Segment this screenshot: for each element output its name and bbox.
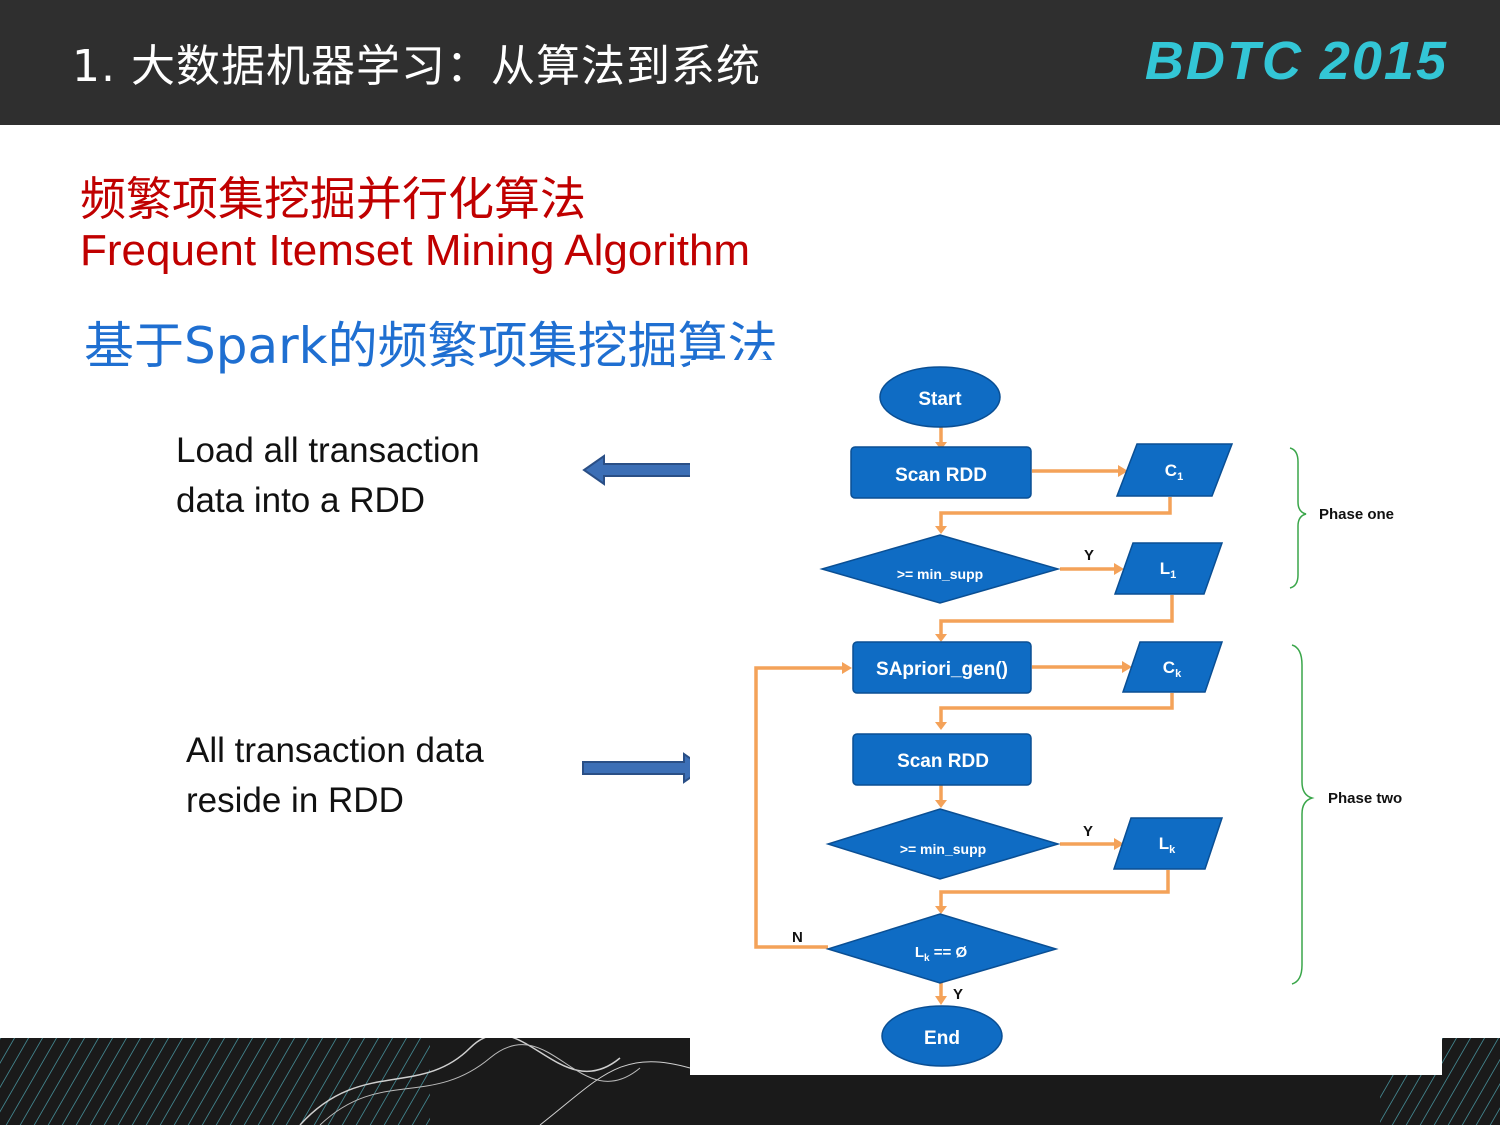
no-label: N	[792, 929, 803, 946]
l1-label: L1	[1160, 559, 1177, 581]
bdtc-logo: BDTC 2015	[1144, 31, 1448, 91]
phase-two-brace	[1291, 644, 1315, 985]
arrowhead-start-scan	[935, 442, 947, 450]
start-label: Start	[918, 389, 962, 410]
min-supp-node-2	[825, 808, 1061, 880]
connector-ck-scan2	[939, 693, 1174, 722]
yes-label-1: Y	[1084, 547, 1094, 564]
end-label: End	[924, 1028, 960, 1049]
header-bar: 1. 大数据机器学习：从算法到系统 BDTC 2015	[0, 0, 1500, 125]
header-title: 1. 大数据机器学习：从算法到系统	[72, 41, 761, 92]
scan-rdd-node-2	[852, 733, 1032, 786]
check-empty-node	[825, 913, 1059, 984]
arrowhead-minsupp-l1	[1114, 563, 1124, 575]
arrowhead-ck-scan2	[935, 722, 947, 730]
ck-node	[1121, 641, 1224, 693]
start-node	[879, 366, 1001, 428]
lk-label: Lk	[1159, 834, 1176, 856]
arrowhead-lk-check	[935, 906, 947, 914]
end-node	[881, 1005, 1003, 1067]
note-reside-line-2: reside in RDD	[186, 781, 404, 820]
note-load-line-1: Load all transaction	[176, 431, 480, 470]
arrowhead-c1-minsupp	[935, 526, 947, 534]
diagram-panel	[690, 360, 1442, 1075]
yes-label-2: Y	[1083, 823, 1093, 840]
note-reside: All transaction data reside in RDD	[186, 726, 484, 826]
scan-rdd-label-2: Scan RDD	[897, 751, 989, 772]
arrowhead-minsupp-lk	[1114, 838, 1124, 850]
connector-c1-minsupp	[939, 497, 1172, 526]
slide-title-cn: 频繁项集挖掘并行化算法	[80, 172, 586, 226]
note-load-data: Load all transaction data into a RDD	[176, 426, 480, 526]
yes-label-3: Y	[953, 986, 963, 1003]
connector-lk-check	[939, 870, 1170, 906]
c1-label: C1	[1165, 461, 1183, 483]
check-empty-label: Lk == Ø	[915, 944, 968, 964]
ck-label: Ck	[1163, 658, 1182, 680]
arrowhead-scan2-minsupp	[935, 800, 947, 808]
arrowhead-apriori-ck	[1122, 661, 1132, 673]
min-supp-label-2: >= min_supp	[900, 841, 986, 857]
l1-node	[1113, 542, 1224, 595]
arrowhead-scan-c1	[1118, 465, 1128, 477]
scan-rdd-node-1	[850, 446, 1032, 499]
connector-l1-apriori	[939, 595, 1174, 634]
slide-subtitle: 基于Spark的频繁项集挖掘算法	[84, 317, 778, 375]
lk-node	[1112, 817, 1224, 870]
phase-two-label: Phase two	[1328, 790, 1402, 807]
arrow-left-icon	[582, 454, 706, 486]
apriori-gen-label: SApriori_gen()	[876, 659, 1008, 680]
phase-one-label: Phase one	[1319, 506, 1394, 523]
c1-node	[1115, 443, 1234, 497]
scan-rdd-label-1: Scan RDD	[895, 465, 987, 486]
arrowhead-l1-apriori	[935, 634, 947, 642]
apriori-gen-node	[852, 641, 1032, 694]
connector-loop-back	[754, 666, 844, 949]
min-supp-label-1: >= min_supp	[897, 566, 983, 582]
slide-title-en: Frequent Itemset Mining Algorithm	[80, 226, 751, 275]
min-supp-node-1	[819, 534, 1061, 604]
arrowhead-loop-back	[842, 662, 852, 674]
phase-one-brace	[1289, 447, 1307, 589]
note-load-line-2: data into a RDD	[176, 481, 426, 520]
arrowhead-check-end	[935, 996, 947, 1005]
note-reside-line-1: All transaction data	[186, 731, 484, 770]
